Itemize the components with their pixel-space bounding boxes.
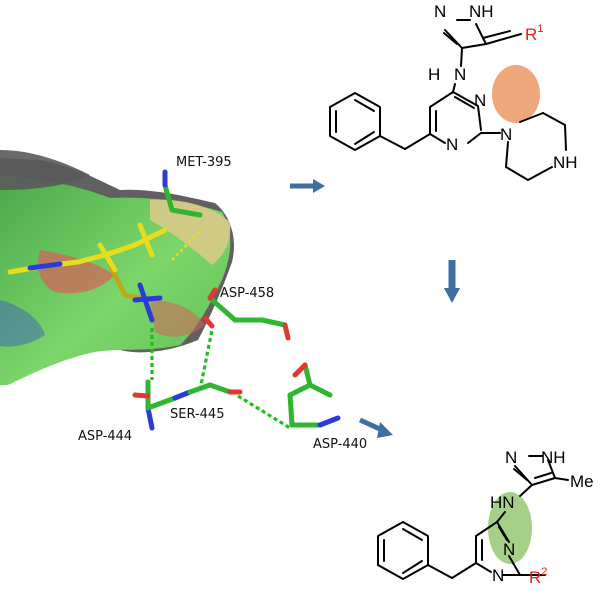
arrow-right-bottom xyxy=(358,417,393,438)
residue-label-met395: MET-395 xyxy=(176,155,232,170)
bottom-n-pyrimidine-a: N xyxy=(503,540,515,559)
residue-label-ser445: SER-445 xyxy=(170,407,224,422)
top-r-group: R1 xyxy=(525,23,543,44)
top-n-pyrimidine-b: N xyxy=(446,135,458,154)
bottom-n-pyrimidine-b: N xyxy=(492,566,504,585)
top-n-amine: N xyxy=(454,65,466,84)
top-h-amine: H xyxy=(428,65,440,84)
residue-label-asp458: ASP-458 xyxy=(220,286,274,301)
top-n-piperazine: N xyxy=(500,125,512,144)
bottom-r-group: R2 xyxy=(529,566,547,587)
bottom-hn-amine: HN xyxy=(490,493,515,512)
residue-labels: MET-395 ASP-458 ASP-444 SER-445 ASP-440 xyxy=(78,155,367,452)
top-nh-pyrazole: NH xyxy=(469,2,494,21)
compound-top: N NH R1 N H N N N NH xyxy=(329,2,578,181)
highlight-green xyxy=(488,492,532,564)
top-n-pyrimidine-a: N xyxy=(474,91,486,110)
ligand-sticks xyxy=(7,222,168,323)
residue-sticks xyxy=(132,169,341,431)
arrow-down xyxy=(444,260,460,303)
bottom-methyl: Me xyxy=(570,472,594,491)
bottom-n-pyrazole: N xyxy=(505,448,517,467)
highlight-orange xyxy=(492,65,540,123)
top-nh-piperazine: NH xyxy=(553,153,578,172)
hydrogen-bonds xyxy=(150,225,291,430)
residue-label-asp444: ASP-444 xyxy=(78,429,132,444)
bottom-nh-pyrazole: NH xyxy=(541,448,566,467)
top-n-pyrazole: N xyxy=(434,2,446,21)
arrow-right-top xyxy=(290,179,325,193)
residue-label-asp440: ASP-440 xyxy=(313,437,367,452)
compound-bottom: N NH Me HN N N R2 xyxy=(377,448,594,587)
